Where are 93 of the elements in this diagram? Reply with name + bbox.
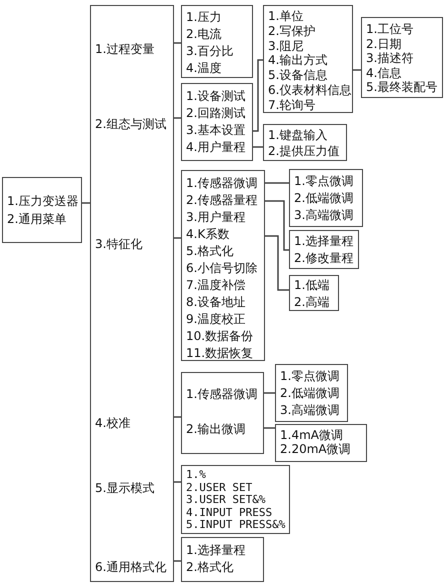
connector-line (174, 416, 181, 418)
menu-item: 4.温度 (186, 60, 222, 77)
menu-item: 1.单位 (268, 9, 304, 24)
menu-item: 2.通用菜单 (7, 211, 66, 228)
menu-item: 3.描述符 (366, 51, 414, 66)
connector-line (264, 427, 275, 429)
menu-item: 10.数据备份 (186, 328, 254, 345)
menu-item: 4.K系数 (186, 226, 230, 243)
menu-box (361, 17, 443, 98)
menu-item: 6.小信号切除 (186, 260, 258, 277)
menu-item: 4.输出方式 (268, 53, 328, 68)
menu-item: 4.INPUT PRESS (186, 506, 272, 520)
menu-item: 3.高端微调 (294, 207, 354, 224)
menu-box (263, 124, 347, 161)
menu-box (289, 169, 363, 227)
menu-item: 2.高端 (294, 294, 330, 311)
menu-item: 1.选择量程 (186, 542, 246, 559)
menu-box (90, 5, 174, 582)
menu-box (263, 5, 353, 113)
menu-item: 1.低端 (294, 277, 330, 294)
menu-box (275, 424, 367, 462)
menu-item: 1.4mA微调 (280, 428, 343, 442)
menu-item: 5.格式化 (186, 243, 234, 260)
menu-item: 2.低端微调 (294, 190, 354, 207)
menu-item: 2.低端微调 (280, 385, 340, 402)
menu-item: 3.USER SET&% (186, 494, 266, 507)
menu-box (181, 537, 264, 582)
menu-box (2, 177, 82, 243)
menu-item: 2.提供压力值 (268, 143, 340, 159)
menu-item: 1.工位号 (366, 22, 414, 36)
menu-box (181, 170, 265, 361)
menu-item: 3.百分比 (186, 43, 234, 60)
menu-item: 1.压力 (186, 9, 222, 26)
menu-item: 5.最终装配号 (366, 80, 438, 94)
menu-item: 1.压力变送器 (7, 193, 78, 210)
connector-line (174, 117, 181, 119)
menu-box (275, 364, 348, 422)
menu-item: 7.轮询号 (268, 98, 316, 113)
menu-item: 2.传感器量程 (186, 192, 258, 209)
menu-item: 5.设备信息 (268, 68, 328, 83)
menu-item: 2.写保护 (268, 24, 316, 39)
menu-box (181, 5, 253, 78)
menu-box (289, 275, 339, 311)
connector-line (265, 200, 289, 251)
connector-line (264, 392, 275, 394)
menu-box (289, 230, 359, 269)
menu-item: 9.温度校正 (186, 311, 246, 328)
menu-item: 3.高端微调 (280, 402, 340, 419)
menu-item: 5.显示模式 (95, 480, 154, 496)
menu-item: 6.通用格式化 (95, 559, 166, 575)
menu-item: 8.设备地址 (186, 294, 246, 311)
connector-line (253, 146, 263, 148)
menu-box (181, 465, 290, 534)
menu-item: 1.传感器微调 (186, 175, 258, 192)
menu-item: 2.输出微调 (186, 421, 246, 437)
menu-item: 2.USER SET (186, 482, 252, 494)
menu-item: 4.校准 (95, 415, 130, 431)
connector-line (265, 182, 289, 184)
menu-item: 3.用户量程 (186, 209, 246, 226)
connector-line (353, 69, 361, 71)
connector-line (174, 560, 181, 562)
menu-item: 4.信息 (366, 66, 402, 80)
connector-line (174, 481, 181, 483)
menu-item: 4.用户量程 (186, 139, 246, 156)
menu-item: 1.零点微调 (280, 368, 340, 385)
menu-item: 2.日期 (366, 36, 402, 51)
menu-item: 2.格式化 (186, 559, 234, 576)
menu-item: 2.回路测试 (186, 105, 246, 122)
connector-line (253, 59, 263, 132)
menu-item: 5.INPUT PRESS&% (186, 519, 286, 532)
connector-line (174, 42, 181, 44)
menu-box (181, 83, 253, 161)
menu-item: 3.阻尼 (268, 38, 304, 54)
menu-item: 1.键盘输入 (268, 127, 328, 143)
menu-item: 2.修改量程 (294, 250, 354, 267)
connector-line (82, 202, 90, 204)
menu-item: 2.组态与测试 (95, 116, 166, 132)
menu-item: 7.温度补偿 (186, 277, 246, 294)
connector-line (265, 235, 289, 291)
menu-item: 2.20mA微调 (280, 442, 351, 456)
menu-item: 2.电流 (186, 26, 222, 43)
menu-item: 3.特征化 (95, 236, 142, 252)
menu-item: 1.零点微调 (294, 173, 354, 190)
menu-item: 6.仪表材料信息 (268, 83, 352, 98)
menu-item: 11.数据恢复 (186, 345, 254, 362)
menu-box (181, 372, 264, 454)
menu-item: 1.% (186, 469, 206, 482)
menu-item: 1.选择量程 (294, 233, 354, 250)
menu-item: 1.过程变量 (95, 41, 154, 57)
menu-item: 1.传感器微调 (186, 386, 258, 402)
menu-item: 3.基本设置 (186, 122, 246, 139)
connector-line (174, 237, 181, 239)
menu-item: 1.设备测试 (186, 88, 246, 105)
